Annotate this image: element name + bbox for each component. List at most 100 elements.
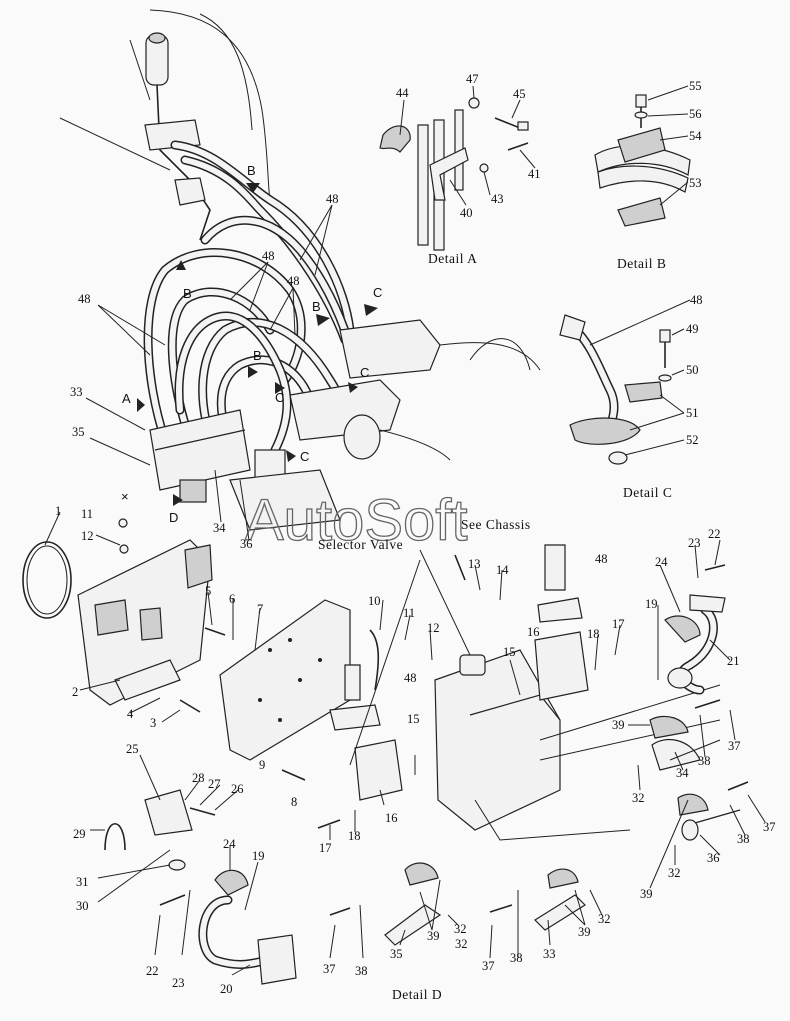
leader-lines [44, 85, 766, 976]
part-number: 49 [686, 322, 699, 336]
o-ring-1 [22, 541, 72, 619]
part-number: 32 [668, 866, 681, 880]
clamp-44 [379, 125, 411, 153]
clamp-53 [617, 197, 666, 227]
part-number: 40 [460, 206, 473, 220]
view-letter-c: C [373, 285, 382, 300]
part-number: 27 [208, 777, 221, 791]
view-letter-b: B [312, 299, 321, 314]
part-number: 34 [213, 521, 226, 535]
part-number: 36 [707, 851, 720, 865]
part-number: 19 [645, 597, 658, 611]
part-number: 39 [640, 887, 653, 901]
part-number: 2 [72, 685, 78, 699]
part-number: 32 [598, 912, 611, 926]
part-number: 17 [319, 841, 332, 855]
caption-see-chassis: See Chassis [461, 517, 531, 532]
view-letter-x: × [121, 489, 129, 504]
view-letter-a: A [122, 391, 131, 406]
part-number: 21 [727, 654, 740, 668]
part-number: 54 [689, 129, 702, 143]
part-number: 20 [220, 982, 233, 996]
part-number: 39 [612, 718, 625, 732]
manifold-block-16a [354, 739, 403, 801]
part-number: 48 [262, 249, 275, 263]
part-number: 47 [466, 72, 479, 86]
detail-d-lower [159, 819, 586, 985]
part-number: 31 [76, 875, 89, 889]
valve-bank-assembly [149, 319, 541, 531]
mounting-plates [22, 518, 351, 871]
cylinder-c-upper [339, 319, 441, 379]
part-number: 5 [205, 584, 211, 598]
part-number: 39 [427, 929, 440, 943]
clamp-54 [617, 127, 666, 163]
manifold-block-16b [534, 631, 589, 701]
part-number: 19 [252, 849, 265, 863]
part-number: 39 [578, 925, 591, 939]
part-number: 48 [595, 552, 608, 566]
part-number: 23 [172, 976, 185, 990]
view-letter-c: C [360, 365, 369, 380]
part-number: 53 [689, 176, 702, 190]
part-number: 18 [587, 627, 600, 641]
part-number: 18 [348, 829, 361, 843]
fitting-block [179, 479, 207, 503]
part-number: 35 [390, 947, 403, 961]
part-number: 41 [528, 167, 541, 181]
caption-detail-d: Detail D [392, 987, 442, 1002]
part-number: 6 [229, 592, 235, 606]
detail-a [379, 97, 529, 251]
part-number: 37 [763, 820, 776, 834]
part-number: 33 [543, 947, 556, 961]
part-number: 16 [527, 625, 540, 639]
part-number: 23 [688, 536, 701, 550]
part-number: 48 [287, 274, 300, 288]
part-number: 29 [73, 827, 86, 841]
part-number: 4 [127, 707, 134, 721]
part-number: 13 [468, 557, 481, 571]
part-number: 22 [146, 964, 159, 978]
part-number: 14 [496, 563, 509, 577]
part-number: 26 [231, 782, 244, 796]
part-number: 15 [503, 645, 516, 659]
part-number: 48 [404, 671, 417, 685]
view-letter-b: B [247, 163, 256, 178]
view-letter-c: C [300, 449, 309, 464]
part-number: 33 [70, 385, 83, 399]
part-number: 8 [291, 795, 297, 809]
machine-body-outline [59, 9, 271, 241]
part-number: 56 [689, 107, 702, 121]
part-number-labels: 48 48 48 48 33 35 34 36 44 47 45 41 43 4… [55, 72, 776, 996]
part-number: 32 [632, 791, 645, 805]
caption-selector-valve: Selector Valve [318, 537, 403, 552]
bracket-40 [429, 147, 469, 201]
part-number: 1 [55, 504, 61, 518]
part-number: 11 [81, 507, 93, 521]
view-letter-c: C [275, 390, 284, 405]
part-number: 12 [427, 621, 440, 635]
hose-bundle [143, 140, 355, 465]
part-number: 25 [126, 742, 139, 756]
part-number: 55 [689, 79, 702, 93]
part-number: 22 [708, 527, 721, 541]
part-number: 37 [482, 959, 495, 973]
part-number: 30 [76, 899, 89, 913]
caption-detail-a: Detail A [428, 251, 477, 266]
part-number: 37 [728, 739, 741, 753]
view-letter-b: B [183, 286, 192, 301]
part-number: 38 [510, 951, 523, 965]
detail-c [559, 314, 672, 465]
part-number: 24 [223, 837, 236, 851]
part-number: 38 [737, 832, 750, 846]
part-number: 34 [676, 766, 689, 780]
part-number: 11 [403, 606, 415, 620]
part-number: 3 [150, 716, 156, 730]
part-number: 12 [81, 529, 94, 543]
part-number: 36 [240, 537, 253, 551]
part-number: 24 [655, 555, 668, 569]
part-number: 44 [396, 86, 409, 100]
part-number: 9 [259, 758, 265, 772]
